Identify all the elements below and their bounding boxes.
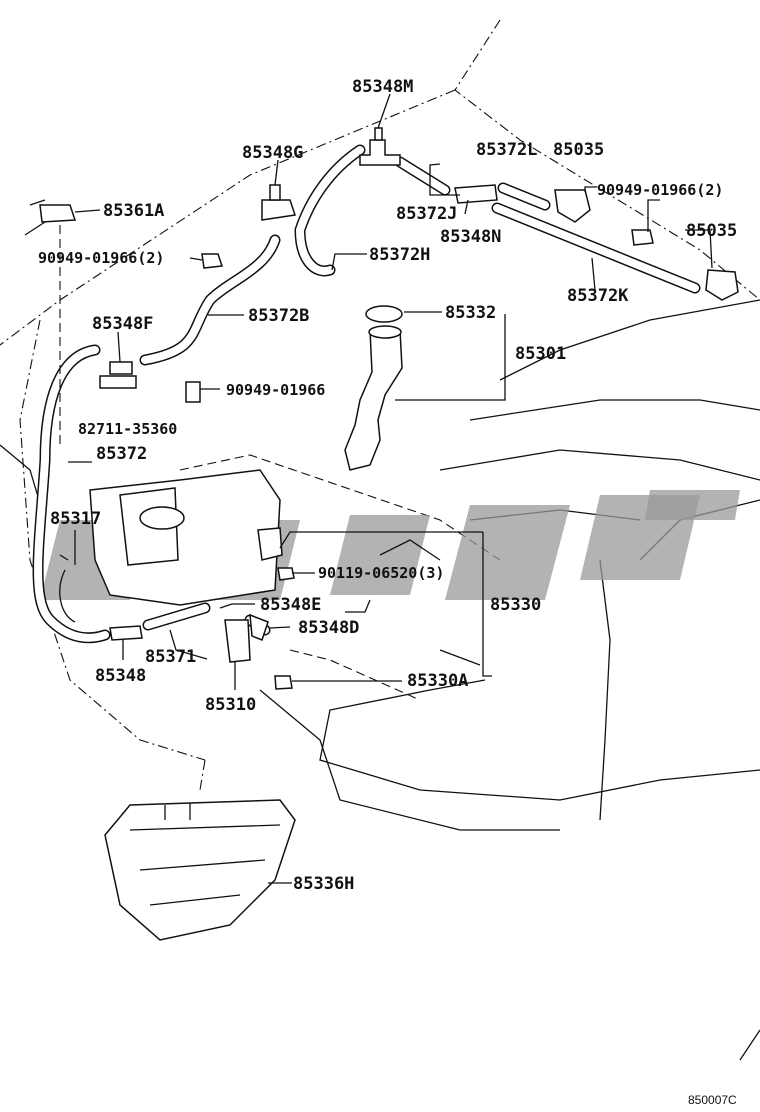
label-85348F: 85348F bbox=[92, 314, 153, 334]
nozzle-85035a bbox=[554, 189, 591, 223]
label-85330A: 85330A bbox=[407, 671, 468, 691]
label-85348N: 85348N bbox=[440, 227, 501, 247]
joint-85348M bbox=[359, 127, 401, 166]
label-85310: 85310 bbox=[205, 695, 256, 715]
label-90949-01966: 90949-01966 bbox=[226, 381, 325, 399]
label-85035a: 85035 bbox=[553, 140, 604, 160]
label-85372B: 85372B bbox=[248, 306, 309, 326]
label-85035b: 85035 bbox=[686, 221, 737, 241]
clip-90949c bbox=[185, 381, 201, 403]
tank-85317 bbox=[59, 469, 283, 623]
label-90119-06520-3: 90119-06520(3) bbox=[318, 564, 444, 582]
label-85371: 85371 bbox=[145, 647, 196, 667]
label-85348E: 85348E bbox=[260, 595, 321, 615]
label-85372J: 85372J bbox=[396, 204, 457, 224]
pump-85310 bbox=[224, 619, 251, 663]
labels: 85348M 85348G 85372L 85035 90949-01966(2… bbox=[38, 77, 737, 1107]
label-85301: 85301 bbox=[515, 344, 566, 364]
elbow-85348D bbox=[249, 613, 269, 641]
cap-85332 bbox=[365, 305, 403, 323]
label-85317: 85317 bbox=[50, 509, 101, 529]
clip-90949b bbox=[631, 229, 654, 246]
joint-85348 bbox=[109, 625, 143, 641]
label-85348G: 85348G bbox=[242, 143, 303, 163]
label-85372: 85372 bbox=[96, 444, 147, 464]
diagram-code: 850007C bbox=[688, 1093, 737, 1107]
label-85336H: 85336H bbox=[293, 874, 354, 894]
label-85332: 85332 bbox=[445, 303, 496, 323]
label-85372L: 85372L bbox=[476, 140, 537, 160]
inlet-85301 bbox=[344, 325, 403, 471]
cover-85336H bbox=[104, 799, 296, 941]
label-90949-01966-2a: 90949-01966(2) bbox=[597, 181, 723, 199]
grommet-85330A bbox=[274, 675, 293, 690]
label-82711-35360: 82711-35360 bbox=[78, 420, 177, 438]
label-85348M: 85348M bbox=[352, 77, 413, 97]
leader-lines bbox=[59, 93, 713, 884]
bolt-90119 bbox=[277, 567, 295, 581]
nozzle-85035b bbox=[705, 269, 739, 301]
label-85348: 85348 bbox=[95, 666, 146, 686]
label-85361A: 85361A bbox=[103, 201, 164, 221]
joint-85348N bbox=[454, 184, 498, 204]
clip-90949a bbox=[201, 253, 224, 269]
joint-85348F bbox=[99, 361, 137, 389]
label-85330: 85330 bbox=[490, 595, 541, 615]
joint-85348G bbox=[261, 184, 296, 221]
label-90949-01966-2b: 90949-01966(2) bbox=[38, 249, 164, 267]
nozzle-85361A bbox=[24, 199, 77, 236]
label-85372H: 85372H bbox=[369, 245, 430, 265]
label-85372K: 85372K bbox=[567, 286, 629, 306]
label-85348D: 85348D bbox=[298, 618, 359, 638]
